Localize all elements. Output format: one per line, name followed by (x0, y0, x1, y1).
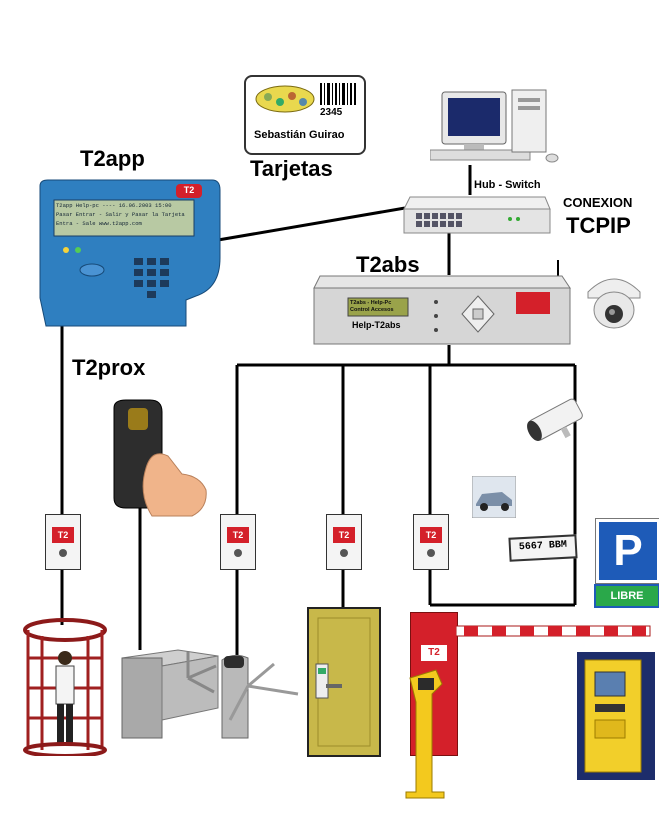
tarjetas-label: Tarjetas (250, 156, 333, 181)
relay-indicator-icon (59, 549, 67, 557)
t2abs-label: T2abs (356, 252, 420, 277)
barrier-boom-icon (456, 625, 651, 637)
bullet-camera-icon (527, 398, 583, 441)
barrier-column-badge: T2 (421, 645, 447, 661)
t2abs-screen: T2abs - Help-Pc Control Accesos (350, 300, 408, 314)
full-height-turnstile-icon (23, 618, 107, 756)
t2app-logo-badge: T2 (183, 185, 195, 195)
t2app-screen-line1: T2app Help-pc ---- 16.06.2003 15:00 (56, 202, 172, 209)
relay-box-3: T2 (326, 514, 362, 570)
card-holder-name: Sebastián Guirao (254, 129, 345, 141)
relay-box-4: T2 (413, 514, 449, 570)
wire-t2app-hub (217, 206, 406, 242)
relay-badge-1: T2 (52, 527, 74, 543)
card-number: 2345 (320, 107, 343, 118)
parking-status-libre: LIBRE (594, 584, 659, 608)
ticket-pillar-icon (405, 669, 445, 799)
relay-indicator-icon (427, 549, 435, 557)
t2app-terminal-icon (39, 179, 221, 327)
access-card: 2345 Sebastián Guirao (244, 75, 366, 155)
tripod-turnstile-1-icon (121, 649, 219, 739)
t2abs-controller-icon (313, 260, 571, 345)
t2abs-device-name: Help-T2abs (352, 320, 401, 330)
relay-indicator-icon (340, 549, 348, 557)
t2app-screen-line3: Entra - Sale www.t2app.com (56, 220, 142, 227)
t2app-screen: T2app Help-pc ---- 16.06.2003 15:00 Pasa… (56, 201, 192, 228)
relay-box-1: T2 (45, 514, 81, 570)
payment-kiosk-icon (577, 652, 655, 780)
t2prox-label: T2prox (72, 355, 146, 380)
computer-icon (430, 89, 559, 163)
t2app-screen-line2: Pasar Entrar - Salir y Pasar la Tarjeta (56, 211, 185, 218)
card-logo-icon (255, 85, 315, 113)
license-plate: 5667 BBM (508, 534, 578, 562)
hub-switch-label: Hub - Switch (474, 179, 541, 191)
relay-badge-2: T2 (227, 527, 249, 543)
tcpip-label: TCPIP (566, 213, 631, 238)
parking-sign: P (595, 518, 659, 584)
t2app-label: T2app (80, 146, 145, 171)
relay-badge-4: T2 (420, 527, 442, 543)
dome-camera-icon (587, 278, 641, 329)
barcode-icon (320, 83, 356, 105)
tripod-turnstile-2-icon (221, 654, 299, 739)
car-snapshot-icon (472, 476, 516, 518)
door-electronic-lock-icon (307, 607, 381, 757)
conexion-label: CONEXION (563, 195, 633, 210)
t2prox-fingerprint-reader-icon (113, 399, 207, 517)
hub-switch-icon (403, 196, 551, 234)
t2abs-screen-line1: T2abs - Help-Pc (350, 300, 392, 306)
t2abs-screen-line2: Control Accesos (350, 307, 394, 313)
relay-badge-3: T2 (333, 527, 355, 543)
parking-sign-letter: P (613, 526, 643, 575)
relay-indicator-icon (234, 549, 242, 557)
license-plate-text: 5667 BBM (518, 539, 568, 554)
relay-box-2: T2 (220, 514, 256, 570)
